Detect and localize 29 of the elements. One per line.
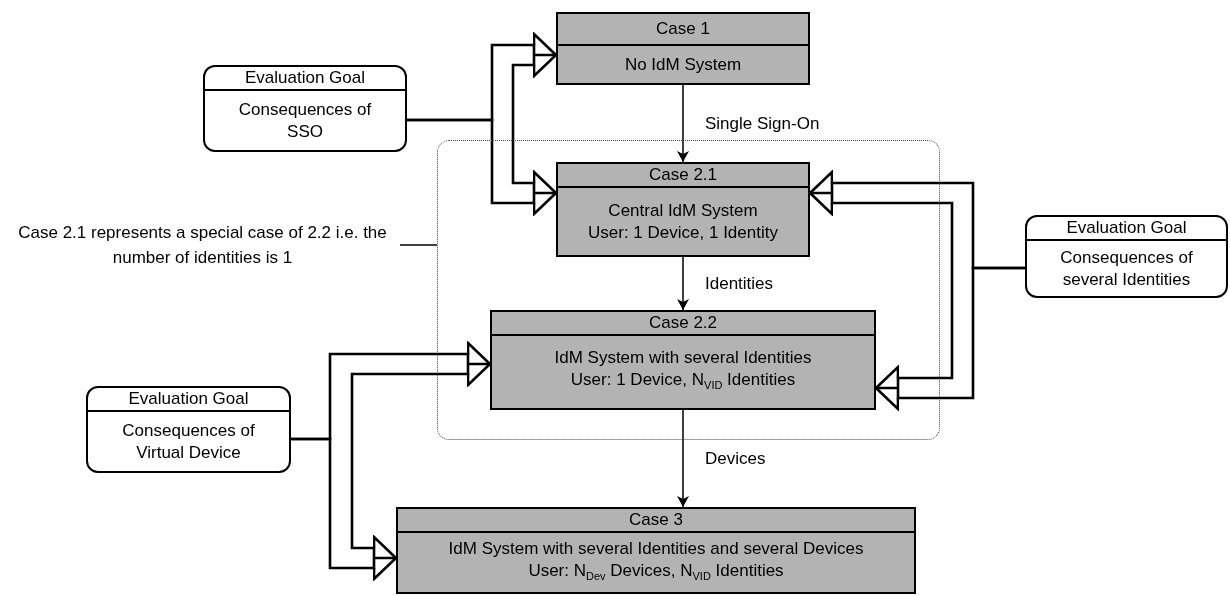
- process-box: [556, 162, 810, 257]
- goal-box: [1025, 215, 1228, 298]
- box-header: Case 1: [558, 14, 808, 46]
- annotation-text: Case 2.1 represents a special case of 2.2 i.e. the number of identities is 1: [17, 222, 388, 269]
- box-header: Case 3: [398, 509, 914, 533]
- box-header: Evaluation Goal: [1027, 217, 1226, 241]
- box-text: IdM System with several Identities: [554, 347, 812, 370]
- leader-line: [399, 244, 438, 246]
- box-text: Central IdM System: [608, 199, 758, 222]
- box-header: Case 2.1: [558, 164, 808, 188]
- box-text: IdM System with several Identities and several Devices: [448, 537, 864, 560]
- goal-box: [86, 386, 291, 473]
- box-header: Evaluation Goal: [88, 388, 289, 412]
- box-text: Consequences of Virtual Device: [121, 419, 256, 464]
- box-text: No IdM System: [624, 53, 742, 76]
- goal-box: [203, 65, 407, 152]
- box-header: Case 2.2: [492, 312, 874, 336]
- process-box: [490, 310, 876, 410]
- process-box: [556, 12, 810, 85]
- arrow: [677, 256, 689, 311]
- box-header: Evaluation Goal: [205, 67, 405, 91]
- box-text: User: 1 Device, N$_{VID}$ Identities: [570, 369, 796, 394]
- arrow: [677, 409, 689, 508]
- box-text: User: 1 Device, 1 Identity: [588, 221, 778, 244]
- box-text: Consequences of several Identities: [1059, 246, 1194, 291]
- process-box: [396, 507, 916, 594]
- arrow: [677, 84, 689, 163]
- box-text: Consequences of SSO: [237, 98, 373, 143]
- box-text: User: N$_{Dev}$ Devices, N$_{VID}$ Identities: [528, 559, 784, 585]
